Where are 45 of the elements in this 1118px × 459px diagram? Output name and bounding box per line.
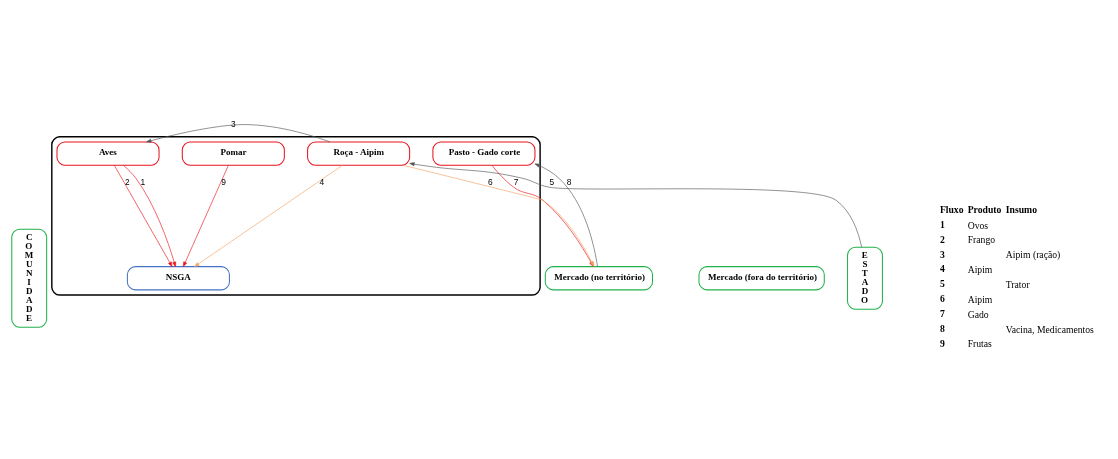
arrow [114,165,173,267]
node-box: Pomar [181,141,285,166]
edge-label: 8 [566,176,572,187]
edge-label: 2 [125,176,130,187]
label: Aipim [967,293,993,305]
label: Trator [1005,278,1030,290]
edge-label: 9 [221,176,226,187]
label: 3 [939,248,945,260]
label: Produto [967,204,1002,216]
label: 7 [939,308,945,320]
label: Aipim [967,264,993,276]
node-box: Roça - Aipim [307,141,411,166]
node-box: Aves [56,141,160,166]
edge-label: 5 [549,176,555,187]
arrow [123,164,177,267]
label: Gado [967,308,989,320]
label: 8 [939,322,945,334]
node-box: NSGA [126,266,230,291]
edge-label: 1 [140,176,146,187]
arrow [409,162,862,248]
label: Insumo [1005,204,1037,216]
label: Vacina, Medicamentos [1005,323,1094,335]
label: 5 [939,278,945,290]
arrow [194,165,343,267]
label: 2 [939,233,945,245]
arrow [183,165,229,267]
node-box: Mercado (fora do território) [698,266,825,291]
label: Fluxo [939,204,964,216]
edge-label: 4 [319,176,325,187]
label: Frango [967,234,996,246]
label: 1 [939,218,945,230]
label: 6 [939,293,945,305]
edge-label: 6 [488,176,493,187]
label: Ovos [967,219,989,231]
arrow [146,124,331,143]
label: Aipim (ração) [1005,249,1061,261]
node-box: Mercado (no território) [544,266,653,291]
label: Frutas [967,338,992,350]
edge-label: 7 [513,176,519,187]
node-box: COMUNIDADE [11,228,48,328]
label: 4 [939,263,945,275]
node-box: Pasto - Gado corte [432,141,536,166]
node-box: ESTADO [847,246,883,310]
edge-label: 3 [230,118,236,129]
label: 9 [939,337,945,349]
